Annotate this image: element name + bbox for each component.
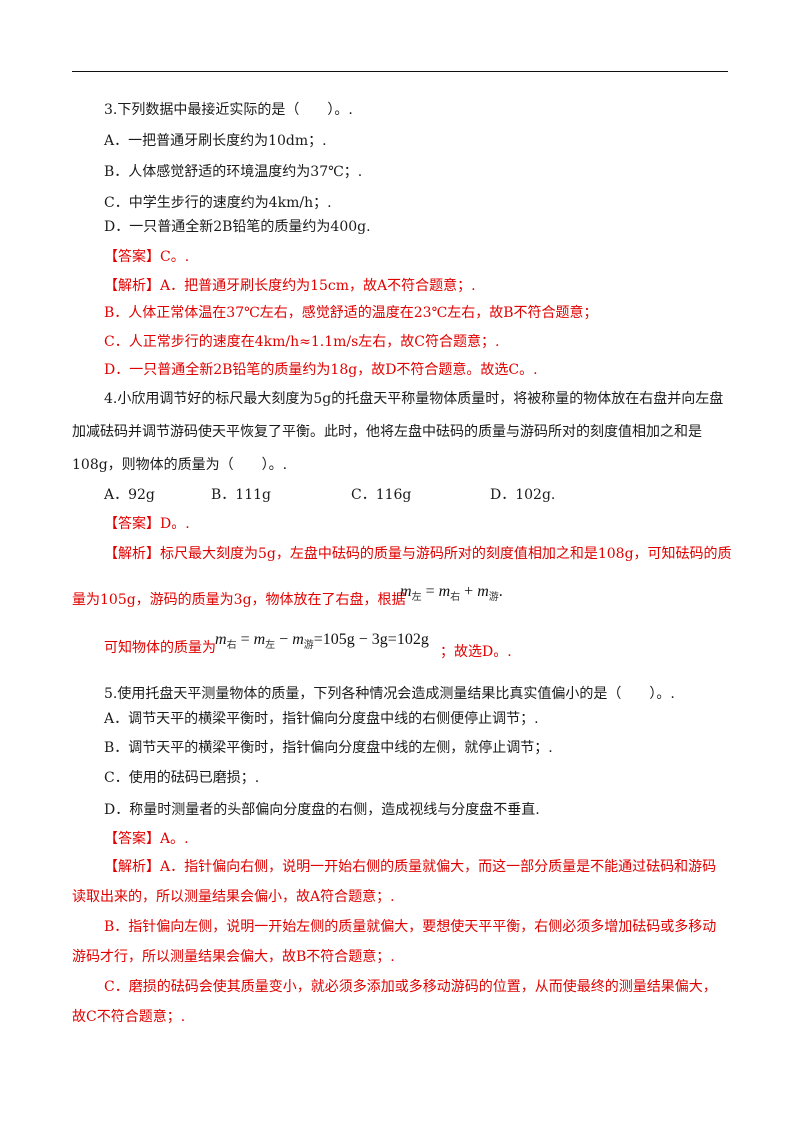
q5-analysis-line-3: B．指针偏向左侧，说明一开始左侧的质量就偏大，要想使天平平衡，右侧必须多增加砝码… [104, 919, 717, 935]
q5-option-b: B．调节天平的横梁平衡时，指针偏向分度盘中线的左侧，就停止调节；. [104, 740, 553, 756]
q4-analysis-line-2: 量为105g，游码的质量为3g，物体放在了右盘，根据 [72, 592, 406, 608]
q3-stem: 3.下列数据中最接近实际的是（ ）。. [104, 102, 353, 118]
q4-option-c: C．116g [351, 487, 412, 503]
q5-stem: 5.使用托盘天平测量物体的质量，下列各种情况会造成测量结果比真实值偏小的是（ ）… [104, 686, 675, 702]
q4-stem-line-1: 4.小欣用调节好的标尺最大刻度为5g的托盘天平称量物体质量时，将被称量的物体放在… [104, 391, 724, 407]
q4-answer: 【答案】D。. [104, 516, 190, 532]
q5-analysis-line-6: 故C不符合题意；. [72, 1009, 186, 1025]
q3-option-d: D．一只普通全新2B铅笔的质量约为400g. [104, 219, 371, 235]
q3-option-a: A．一把普通牙刷长度约为10dm；. [104, 133, 327, 149]
q5-option-c: C．使用的砝码已磨损；. [104, 770, 260, 786]
q4-analysis-line-3: 可知物体的质量为 [104, 640, 216, 656]
header-rule [72, 71, 728, 72]
q4-option-b: B．111g [211, 487, 271, 503]
q3-analysis-b: B．人体正常体温在37℃左右，感觉舒适的温度在23℃左右，故B不符合题意； [104, 305, 598, 321]
q4-formula-2: m右 = m左 − m游=105g − 3g=102g [215, 631, 429, 652]
q4-option-a: A．92g [104, 487, 155, 503]
q5-option-a: A．调节天平的横梁平衡时，指针偏向分度盘中线的右侧便停止调节；. [104, 711, 539, 727]
q5-analysis-line-1: 【解析】A．指针偏向右侧，说明一开始右侧的质量就偏大，而这一部分质量是不能通过砝… [104, 859, 717, 875]
q3-answer: 【答案】C。. [104, 249, 190, 265]
q3-analysis-a: 【解析】A．把普通牙刷长度约为15cm，故A不符合题意；. [104, 278, 476, 294]
q4-stem-line-2: 加减砝码并调节游码使天平恢复了平衡。此时，他将左盘中砝码的质量与游码所对的刻度值… [72, 424, 702, 440]
q5-option-d: D．称量时测量者的头部偏向分度盘的右侧，造成视线与分度盘不垂直. [104, 802, 540, 818]
q3-analysis-d: D．一只普通全新2B铅笔的质量约为18g，故D不符合题意。故选C。. [104, 362, 538, 378]
q4-stem-line-3: 108g，则物体的质量为（ ）。. [72, 457, 288, 473]
q5-analysis-line-4: 游码才行，所以测量结果会偏大，故B不符合题意；. [72, 949, 395, 965]
q5-analysis-line-5: C．磨损的砝码会使其质量变小，就必须多添加或多移动游码的位置，从而使最终的测量结… [104, 979, 717, 995]
q4-option-d: D．102g. [490, 487, 556, 503]
q3-option-c: C．中学生步行的速度约为4km/h；. [104, 195, 332, 211]
q4-analysis-line-1: 【解析】标尺最大刻度为5g，左盘中砝码的质量与游码所对的刻度值相加之和是108g… [104, 546, 732, 562]
q3-option-b: B．人体感觉舒适的环境温度约为37℃；. [104, 164, 363, 180]
q4-analysis-line-4: ；故选D。. [440, 644, 512, 660]
q5-analysis-line-2: 读取出来的，所以测量结果会偏小，故A符合题意；. [72, 889, 395, 905]
q3-analysis-c: C．人正常步行的速度在4km/h≈1.1m/s左右，故C符合题意；. [104, 334, 500, 350]
q4-formula-1: m左 = m右 + m游. [400, 583, 503, 604]
q5-answer: 【答案】A。. [104, 831, 189, 847]
